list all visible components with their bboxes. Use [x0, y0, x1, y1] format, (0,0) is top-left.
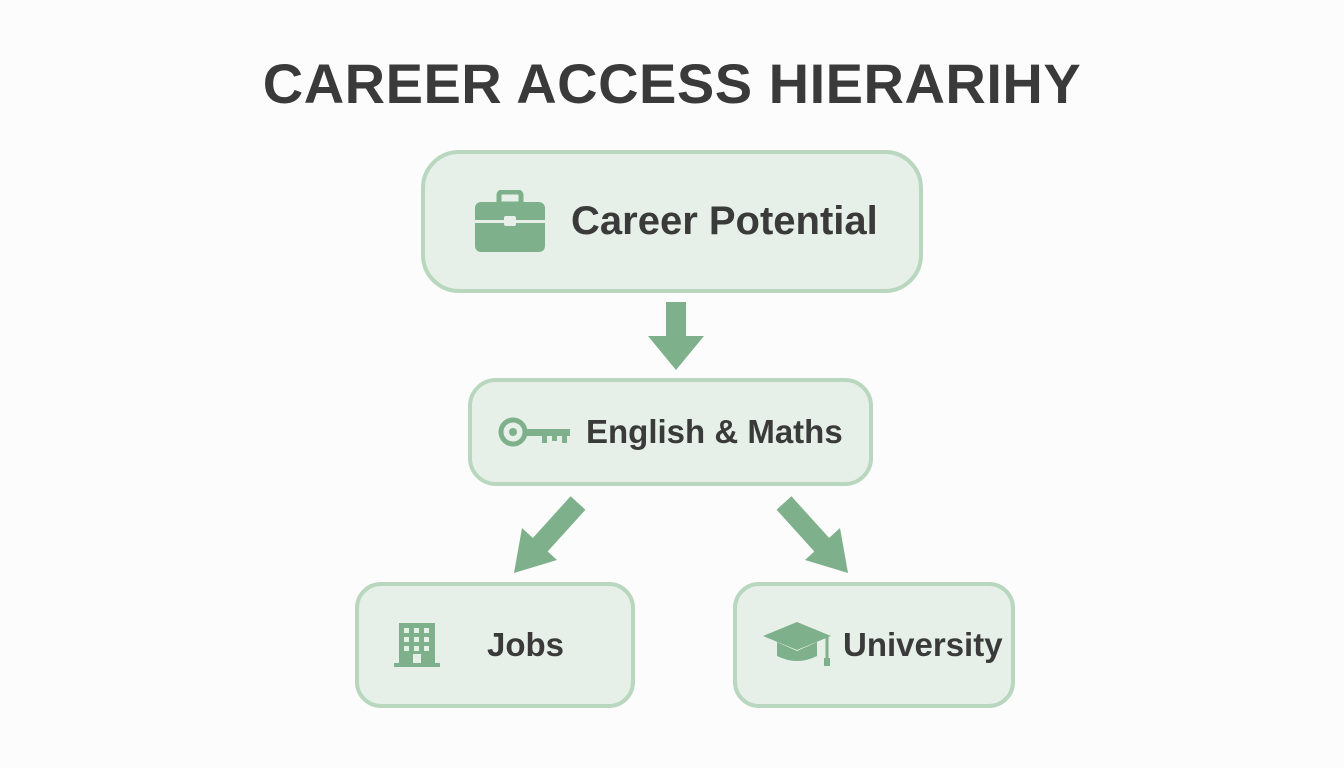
office-building-icon	[393, 621, 441, 669]
node-label-jobs: Jobs	[487, 626, 565, 663]
arrow-career-to-english	[648, 302, 704, 370]
node-label-english-maths: English & Maths	[586, 413, 843, 450]
node-university: University	[733, 582, 1015, 708]
node-label-university: University	[843, 626, 1003, 663]
briefcase-icon	[473, 189, 547, 254]
node-label-career-potential: Career Potential	[571, 199, 878, 243]
node-english-maths: English & Maths	[468, 378, 873, 486]
arrow-english-to-university	[776, 496, 848, 573]
node-career-potential: Career Potential	[421, 150, 923, 293]
graduation-cap-icon	[761, 620, 833, 670]
key-icon	[498, 415, 572, 449]
diagram-title: CAREER ACCESS HIERARIHY	[262, 52, 1082, 115]
node-jobs: Jobs	[355, 582, 635, 708]
arrow-english-to-jobs	[514, 496, 586, 573]
